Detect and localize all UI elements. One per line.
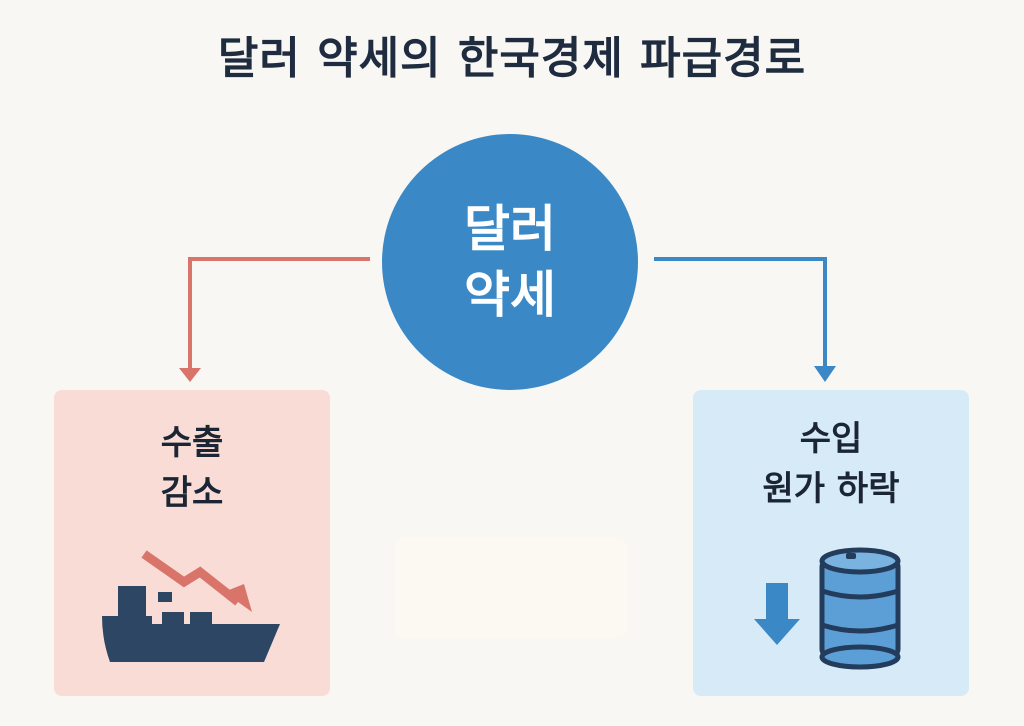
right-connector-arrow [654, 257, 836, 382]
center-node-label-line2: 약세 [464, 266, 556, 324]
cargo-ship-down-trend-icon [102, 550, 280, 662]
diagram-title: 달러 약세의 한국경제 파급경로 [217, 33, 807, 84]
import-card-title-line2: 원가 하락 [762, 469, 900, 509]
center-node-dollar-weakness: 달러 약세 [382, 134, 638, 390]
export-card-title-line1: 수출 [160, 423, 224, 463]
export-card-title: 수출 감소 [161, 418, 224, 518]
oil-barrel-down-arrow-icon [754, 547, 901, 670]
faded-placeholder-box [395, 538, 627, 638]
export-card-title-line2: 감소 [160, 473, 224, 513]
center-node-label-line1: 달러 [464, 200, 556, 258]
import-card-title-line1: 수입 [799, 419, 863, 459]
import-card-title: 수입 원가 하락 [763, 414, 900, 514]
left-connector-arrow [179, 257, 370, 382]
